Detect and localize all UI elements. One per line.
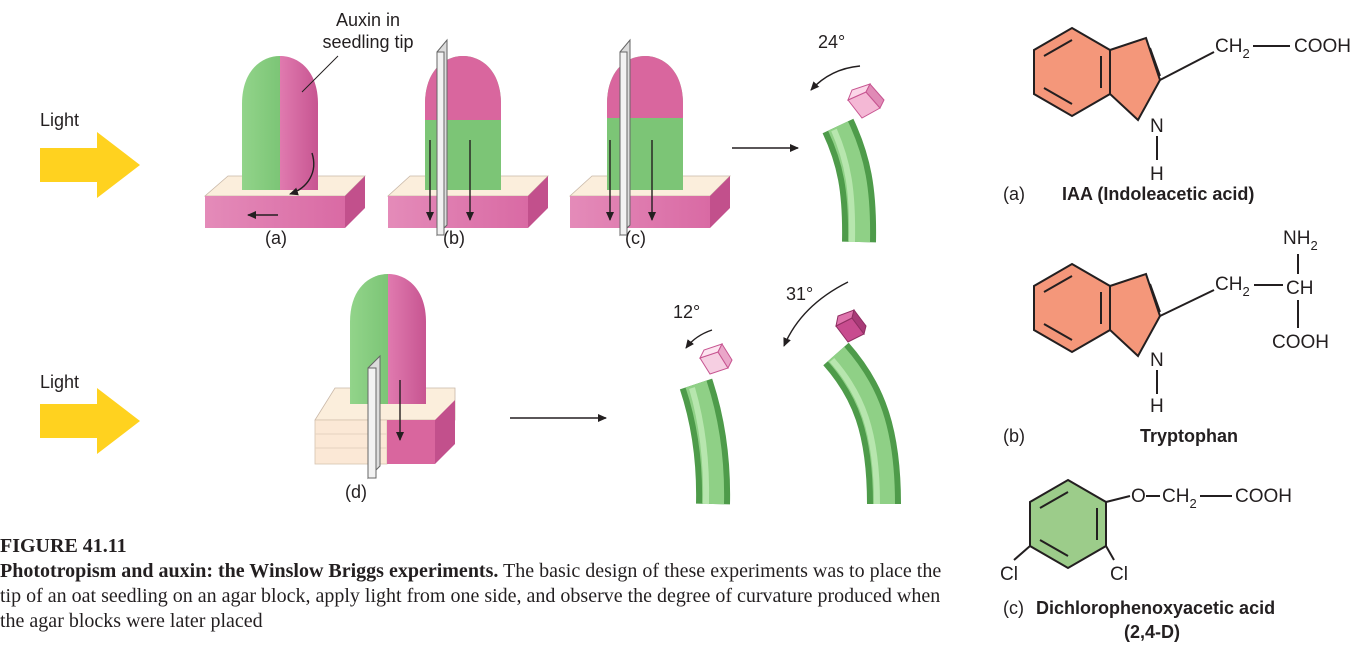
angle-label-12: 12°	[673, 302, 700, 322]
panel-c-apparatus	[570, 40, 730, 235]
curved-seedling-24	[834, 84, 884, 242]
panel-label-c: (c)	[625, 228, 646, 248]
trp-name: Tryptophan	[1140, 426, 1238, 446]
trp-ch: CH	[1286, 278, 1313, 299]
auxin-label-line2: seedling tip	[322, 32, 413, 52]
curved-seedling-12	[692, 344, 732, 504]
figure-caption: FIGURE 41.11 Phototropism and auxin: the…	[0, 534, 955, 634]
figure-title: Phototropism and auxin: the Winslow Brig…	[0, 560, 498, 582]
d24-o: O	[1131, 486, 1146, 507]
trp-ch2: CH2	[1215, 274, 1250, 299]
angle-arrow-12	[686, 330, 712, 348]
figure-number: FIGURE 41.11	[0, 534, 955, 559]
angle-arrow-24	[811, 66, 860, 90]
light-label-top: Light	[40, 110, 79, 130]
d24-name-line1: Dichlorophenoxyacetic acid	[1036, 598, 1275, 618]
d24-letter: (c)	[1003, 598, 1024, 618]
d24-ch2: CH2	[1162, 486, 1197, 511]
panel-label-a: (a)	[265, 228, 287, 248]
dichlorophenoxyacetic-structure	[1014, 480, 1232, 568]
panel-label-b: (b)	[443, 228, 465, 248]
trp-nh2: NH2	[1283, 228, 1318, 253]
iaa-h: H	[1150, 164, 1164, 185]
light-label-bottom: Light	[40, 372, 79, 392]
panel-d-apparatus	[315, 274, 455, 478]
trp-n: N	[1150, 350, 1164, 371]
panel-a-apparatus	[205, 56, 365, 228]
d24-name-line2: (2,4-D)	[1124, 622, 1180, 642]
trp-h: H	[1150, 396, 1164, 417]
angle-label-24: 24°	[818, 32, 845, 52]
tryptophan-structure	[1034, 254, 1298, 394]
trp-cooh: COOH	[1272, 332, 1329, 353]
trp-letter: (b)	[1003, 426, 1025, 446]
iaa-cooh: COOH	[1294, 36, 1351, 57]
light-arrow-top	[40, 132, 140, 198]
iaa-ch2: CH2	[1215, 36, 1250, 61]
d24-cl-left: Cl	[1000, 564, 1018, 585]
d24-cl-right: Cl	[1110, 564, 1128, 585]
light-arrow-bottom	[40, 388, 140, 454]
iaa-name: IAA (Indoleacetic acid)	[1062, 184, 1254, 204]
auxin-label-line1: Auxin in	[336, 10, 400, 30]
iaa-structure	[1034, 28, 1290, 160]
panel-b-apparatus	[388, 40, 548, 235]
iaa-letter: (a)	[1003, 184, 1025, 204]
iaa-n: N	[1150, 116, 1164, 137]
curved-seedling-31	[832, 310, 884, 504]
panel-label-d: (d)	[345, 482, 367, 502]
angle-label-31: 31°	[786, 284, 813, 304]
d24-cooh: COOH	[1235, 486, 1292, 507]
